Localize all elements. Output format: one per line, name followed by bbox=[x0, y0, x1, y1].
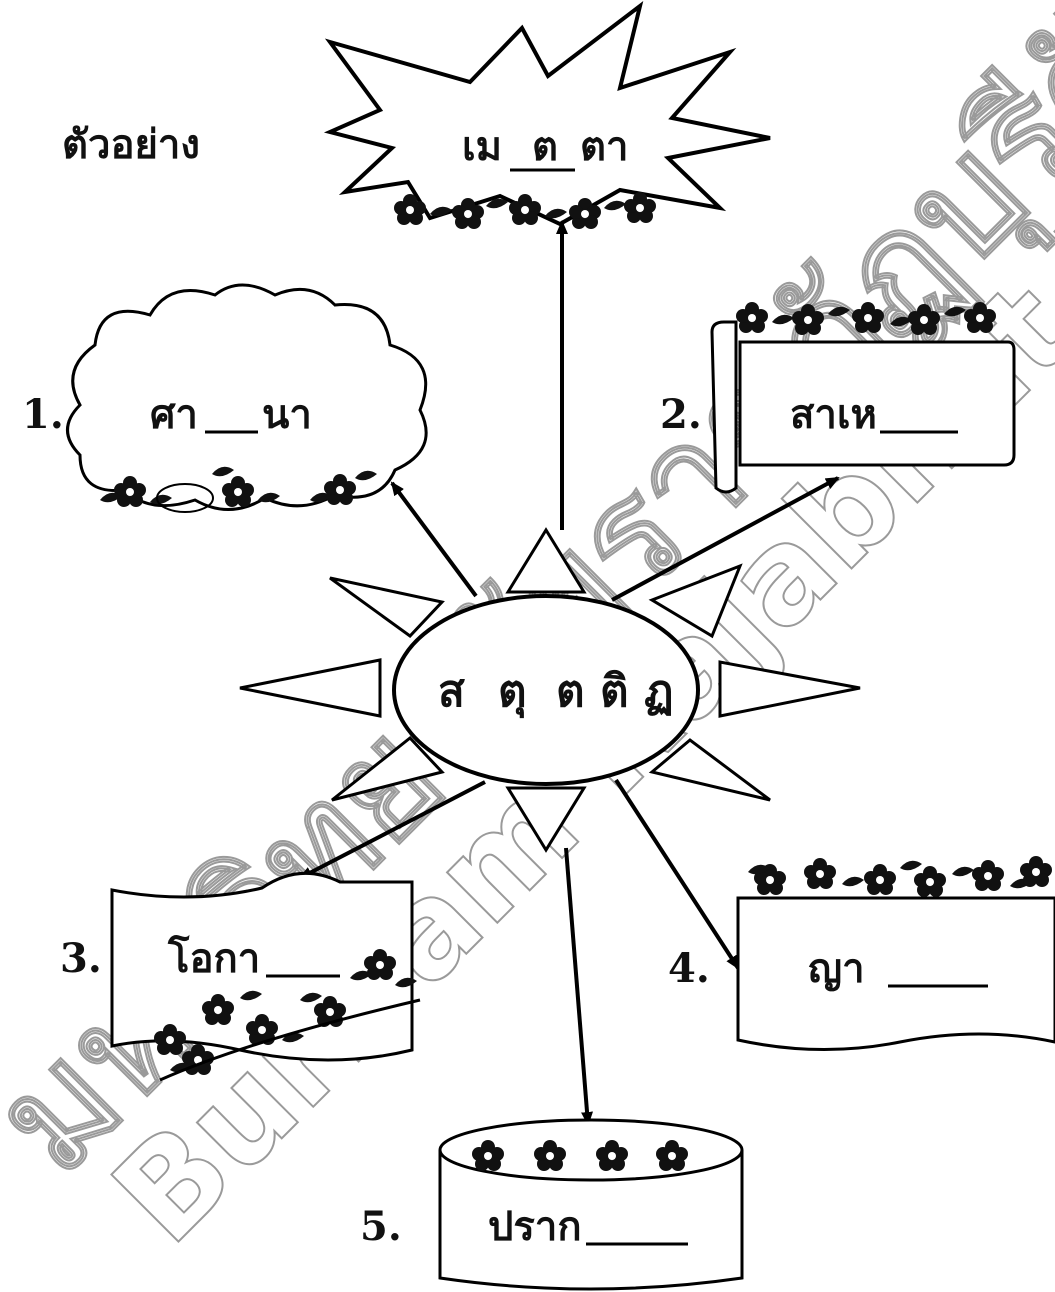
scroll-roll bbox=[712, 322, 736, 492]
example-label: ตัวอย่าง bbox=[62, 121, 200, 168]
item-1-number: 1. bbox=[22, 391, 64, 438]
box-flowers bbox=[748, 856, 1052, 897]
center-letter-1: ส bbox=[438, 666, 465, 717]
item-5-number: 5. bbox=[360, 1203, 402, 1250]
item-4-number: 4. bbox=[668, 945, 710, 992]
example-post: ตา bbox=[580, 123, 628, 170]
item-1-after: นา bbox=[262, 391, 312, 438]
item-2-text: สาเห bbox=[790, 391, 877, 438]
starburst-shape bbox=[330, 6, 770, 224]
ray-left bbox=[240, 660, 380, 716]
arrow-to-item-5 bbox=[566, 848, 588, 1124]
item-3-text: โอกา bbox=[167, 935, 260, 982]
center-letter-4: ติ bbox=[600, 666, 629, 717]
item-4-text: ญา bbox=[808, 945, 865, 992]
wavy-box-shape bbox=[738, 898, 1055, 1050]
center-sun: ส ตุ ต ติ ฏ bbox=[394, 596, 698, 784]
arrow-to-item-1 bbox=[392, 483, 476, 596]
example-pre: เม bbox=[462, 123, 502, 170]
center-letter-3: ต bbox=[556, 666, 585, 717]
scroll-body bbox=[740, 342, 1014, 465]
example-answer: ต bbox=[532, 123, 558, 170]
item-3-number: 3. bbox=[60, 935, 102, 982]
item-5-cylinder: 5. ปราก bbox=[360, 1120, 742, 1289]
center-letter-2: ตุ bbox=[498, 666, 527, 719]
center-letter-5: ฏ bbox=[644, 666, 674, 717]
item-1-text: ศา bbox=[150, 391, 198, 438]
arrow-to-item-4 bbox=[616, 780, 738, 968]
example-starburst: เม ต ตา bbox=[330, 6, 770, 229]
item-1-cloud: 1. ศา นา bbox=[22, 285, 426, 512]
item-2-number: 2. bbox=[660, 391, 702, 438]
item-5-text: ปราก bbox=[488, 1203, 582, 1250]
